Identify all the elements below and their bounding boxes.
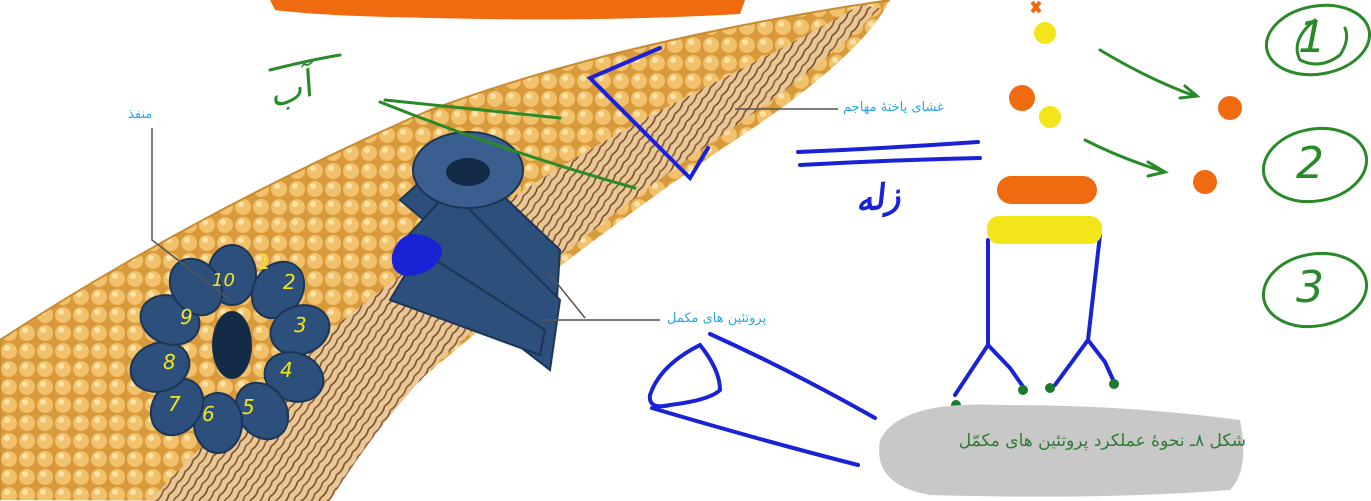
figure-caption: شکل ۸ـ نحوهٔ عملکرد پروتئین های مکمّل [946,427,1246,455]
membrane-label: غشای یاختهٔ مهاجم [840,100,947,115]
pore-number-3: 3 [294,313,307,337]
pore-number-8: 8 [163,350,176,374]
pore-number-2: 2 [283,270,296,294]
pore-number-10: 10 [212,270,235,291]
pore-number-1: 1 [258,250,271,274]
step-number-3: 3 [1296,262,1324,313]
orange-scribble [270,0,745,19]
complement-proteins-label: پروتئین های مکمل [664,311,769,326]
pore-label: منفذ [128,107,152,122]
pore-number-5: 5 [242,395,255,419]
pore-number-9: 9 [180,305,193,329]
pore-number-4: 4 [280,358,293,382]
step-number-2: 2 [1296,138,1324,189]
step-number-1: 1 [1298,12,1326,63]
handwritten-salt: زله [852,175,902,221]
pore-number-6: 6 [202,402,215,426]
pore-number-7: 7 [168,392,181,416]
